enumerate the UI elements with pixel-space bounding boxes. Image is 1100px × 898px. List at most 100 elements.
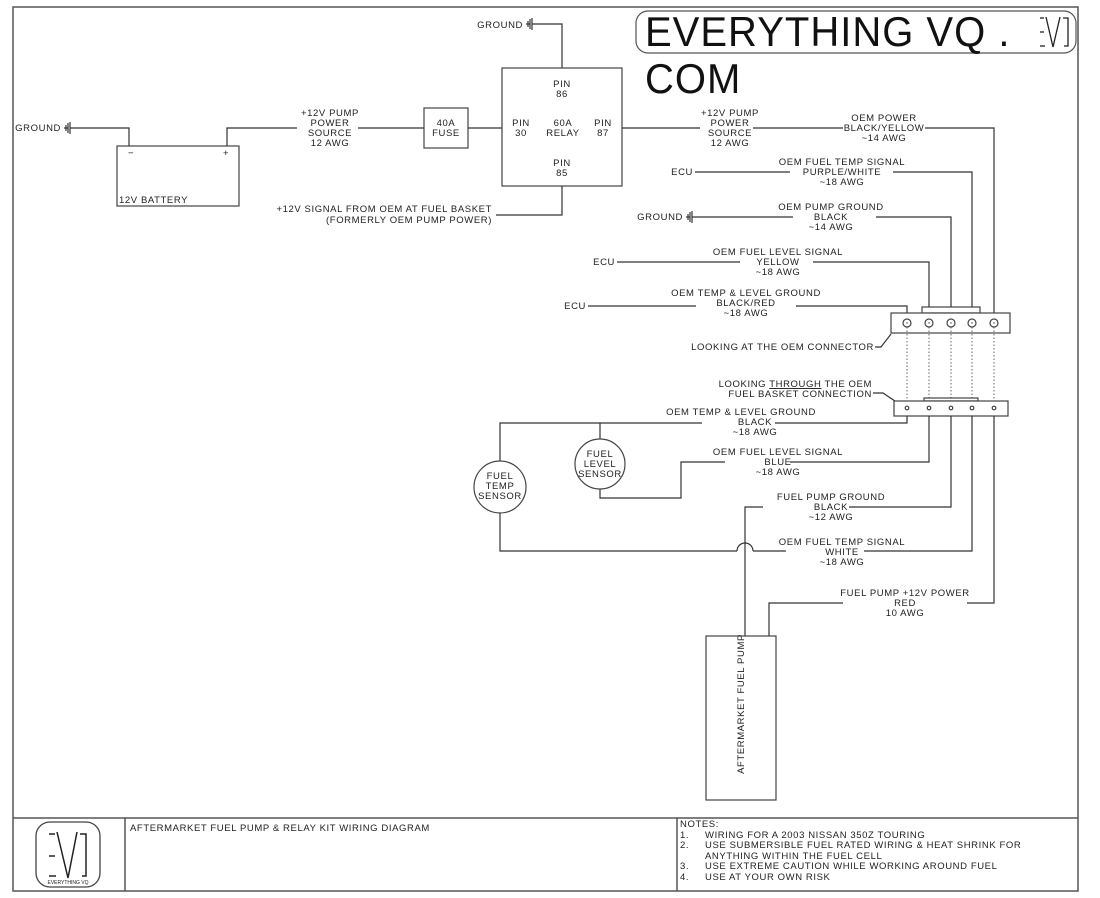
sensor-label: FUEL (587, 449, 614, 460)
ecu-label: ECU (593, 257, 615, 268)
note-item: 4.USE AT YOUR OWN RISK (680, 871, 1021, 884)
diagram-title: AFTERMARKET FUEL PUMP & RELAY KIT WIRING… (130, 823, 430, 834)
wire-label-line: ~14 AWG (862, 133, 907, 144)
ground-icon (686, 211, 693, 223)
wire-label-line: RED (894, 598, 916, 609)
fuse-label: FUSE (432, 128, 460, 139)
pump-label: AFTERMARKET FUEL PUMP (736, 634, 747, 774)
wire-label-line: ~18 AWG (724, 308, 769, 319)
battery-minus: − (128, 148, 134, 159)
wire-label-line: PURPLE/WHITE (803, 167, 881, 178)
pin-87-label: PIN (594, 118, 612, 129)
ground-label: GROUND (637, 212, 683, 223)
note-text: WIRING FOR A 2003 NISSAN 350Z TOURING (705, 829, 926, 841)
battery-plus: + (223, 148, 229, 159)
relay-signal-label: +12V SIGNAL FROM OEM AT FUEL BASKET (276, 204, 492, 215)
pin-86-label: PIN (553, 79, 571, 90)
oem-connector-label: LOOKING AT THE OEM CONNECTOR (691, 342, 874, 353)
battery: GROUND − + 12V BATTERY (15, 122, 297, 207)
wire-label-line: SOURCE (708, 128, 752, 139)
wire-label-line: FUEL PUMP +12V POWER (840, 588, 969, 599)
note-item: 3. USE EXTREME CAUTION WHILE WORKING AROU… (680, 861, 1021, 873)
basket-connector-label-2: FUEL BASKET CONNECTION (728, 389, 872, 400)
label-emphasis: THROUGH (769, 379, 821, 390)
wire-label-line: YELLOW (756, 257, 799, 268)
note-item: 1.WIRING FOR A 2003 NISSAN 350Z TOURING (680, 829, 1021, 842)
wire-label-line: OEM TEMP & LEVEL GROUND (666, 407, 816, 418)
note-text: USE AT YOUR OWN RISK (705, 871, 831, 883)
pump-source-left-label: +12V PUMP POWER SOURCE 12 AWG (301, 108, 359, 149)
wire-label-line: BLACK (738, 417, 772, 428)
wire-label-line: BLACK/RED (716, 298, 775, 309)
wire-label-line: ~18 AWG (820, 177, 865, 188)
fuel-temp-sensor: FUEL TEMP SENSOR (473, 460, 527, 514)
ecu-label: ECU (671, 167, 693, 178)
wire-label-line: BLACK (814, 212, 848, 223)
note-number: 3. (680, 861, 690, 872)
oem-temp-level-ground-wire: ECU OEM TEMP & LEVEL GROUND BLACK/RED ~1… (564, 288, 908, 319)
wire-label-line: ~12 AWG (809, 512, 854, 523)
wire-label-line: ~18 AWG (756, 467, 801, 478)
wire-label-line: OEM FUEL LEVEL SIGNAL (713, 447, 843, 458)
title-block-logo: EVERYTHING VQ (35, 821, 101, 888)
relay-label: RELAY (546, 128, 580, 139)
wire-label-line: OEM FUEL TEMP SIGNAL (779, 537, 905, 548)
note-number: 2. (680, 840, 690, 851)
ground-icon (64, 122, 71, 134)
relay: GROUND PIN 86 PIN 30 60A RELAY PIN 87 PI… (276, 18, 623, 226)
oem-fuel-temp-wire: ECU OEM FUEL TEMP SIGNAL PURPLE/WHITE ~1… (671, 157, 973, 307)
note-text: USE EXTREME CAUTION WHILE WORKING AROUND… (705, 861, 998, 872)
pin-85-label: PIN (553, 158, 571, 169)
label-part: LOOKING (719, 379, 770, 390)
wire-label-line: POWER (711, 118, 750, 129)
wire-label-line: ~18 AWG (756, 267, 801, 278)
pin-mapping-lines (906, 327, 995, 406)
note-text: ANYTHING WITHIN THE FUEL CELL (705, 850, 883, 862)
wire-label-line: ~14 AWG (809, 222, 854, 233)
wire-label-line: ~18 AWG (820, 557, 865, 568)
wire-label-line: SOURCE (308, 128, 352, 139)
notes-heading: NOTES: (680, 819, 719, 830)
ground-label: GROUND (15, 123, 61, 134)
pin-30-label: PIN (512, 118, 530, 129)
wire-label-line: 10 AWG (886, 608, 925, 619)
wire-label-line: 12 AWG (311, 138, 350, 149)
pin-30-number: 30 (515, 128, 527, 139)
fuel-level-sensor: FUEL LEVEL SENSOR (574, 438, 626, 490)
notes: NOTES: 1.WIRING FOR A 2003 NISSAN 350Z T… (680, 819, 1022, 884)
wire-label-line: FUEL PUMP GROUND (777, 492, 885, 503)
wire-label-line: +12V PUMP (301, 108, 359, 119)
wire-label-line: +12V PUMP (701, 108, 759, 119)
pin-85-number: 85 (556, 168, 568, 179)
pin-87-number: 87 (597, 128, 609, 139)
fuse: 40A FUSE (423, 107, 469, 149)
note-text: USE SUBMERSIBLE FUEL RATED WIRING & HEAT… (705, 840, 1022, 851)
sensor-label: SENSOR (578, 469, 622, 480)
sensor-label: FUEL (487, 471, 514, 482)
wire-crossover (736, 542, 754, 552)
basket-temp-level-ground-wire: OEM TEMP & LEVEL GROUND BLACK ~18 AWG (499, 407, 908, 462)
logo-text: EVERYTHING VQ (47, 880, 88, 886)
sheet-border (12, 6, 1079, 892)
wire-label-line: BLACK (814, 502, 848, 513)
sensor-label: LEVEL (584, 459, 617, 470)
aftermarket-fuel-pump: AFTERMARKET FUEL PUMP (705, 634, 777, 801)
wire-label-line: OEM TEMP & LEVEL GROUND (671, 288, 821, 299)
basket-fuel-temp-wire: OEM FUEL TEMP SIGNAL WHITE ~18 AWG (499, 416, 973, 568)
brand-title: EVERYTHING VQ . COM (645, 9, 1011, 103)
label-part: THE OEM (821, 379, 872, 390)
wire-label-line: WHITE (825, 547, 859, 558)
wire-label-line: OEM FUEL LEVEL SIGNAL (713, 247, 843, 258)
oem-fuel-level-wire: ECU OEM FUEL LEVEL SIGNAL YELLOW ~18 AWG (593, 247, 930, 307)
ground-icon (526, 18, 533, 30)
brand-frame (635, 10, 1077, 54)
wire-label-line: BLUE (764, 457, 791, 468)
relay-rating: 60A (554, 118, 573, 129)
sensor-label: TEMP (486, 481, 515, 492)
oem-connector: LOOKING AT THE OEM CONNECTOR (691, 306, 1011, 353)
basket-pump-ground-wire: FUEL PUMP GROUND BLACK ~12 AWG (744, 416, 952, 636)
wire-label-line: ~18 AWG (733, 427, 778, 438)
wire-label-line: OEM POWER (851, 113, 917, 124)
fuse-rating: 40A (437, 118, 456, 129)
